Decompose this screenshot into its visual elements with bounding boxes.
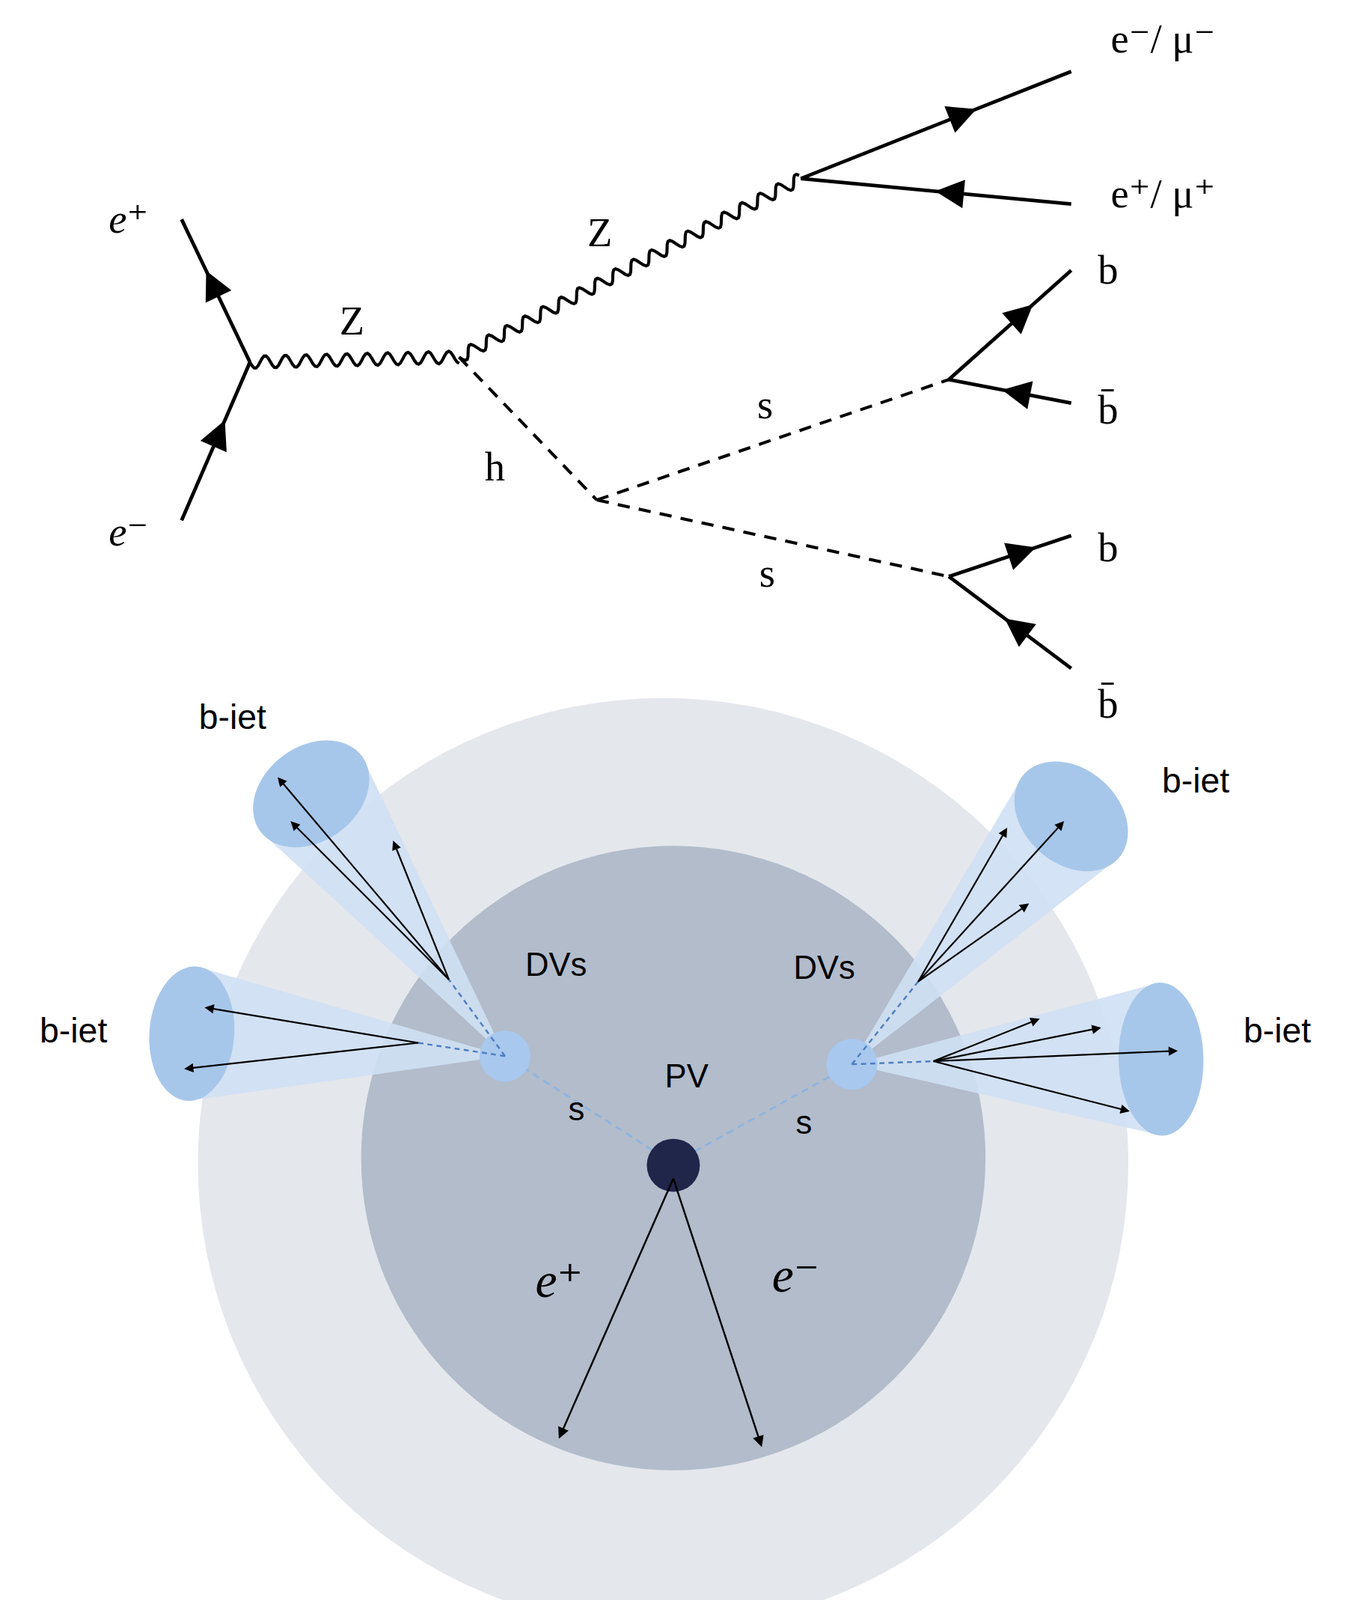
arrowhead bbox=[752, 1434, 764, 1448]
outer-detector bbox=[198, 698, 1130, 1600]
arrowhead bbox=[944, 106, 977, 133]
tracks bbox=[184, 776, 1178, 1447]
inner-detector bbox=[361, 845, 986, 1470]
jet-cap bbox=[231, 718, 390, 870]
particle-label: b̄ bbox=[1097, 389, 1118, 431]
particle-label: b̄ bbox=[1097, 683, 1118, 726]
particle-label: e⁺/ μ⁺ bbox=[1110, 173, 1216, 215]
jet-cap bbox=[1117, 981, 1205, 1136]
arrowhead bbox=[392, 840, 401, 851]
arrowhead bbox=[998, 827, 1008, 839]
track bbox=[294, 824, 449, 980]
detector bbox=[198, 698, 1130, 1600]
arrowheads bbox=[200, 106, 1037, 648]
b-hadron-path bbox=[418, 1042, 506, 1056]
arrowhead bbox=[1019, 903, 1030, 913]
boson-lines bbox=[249, 174, 800, 369]
arrowhead bbox=[277, 776, 288, 787]
arrowhead bbox=[200, 420, 227, 453]
arrowhead bbox=[290, 820, 301, 831]
track bbox=[280, 780, 449, 980]
track bbox=[209, 1007, 420, 1043]
arrowhead bbox=[1091, 1025, 1102, 1035]
arrowhead bbox=[184, 1063, 194, 1073]
track bbox=[933, 1020, 1036, 1062]
arrowhead bbox=[1004, 618, 1037, 647]
arrowhead bbox=[1001, 304, 1033, 335]
vertex-label: DVs bbox=[525, 947, 587, 981]
arrowhead bbox=[204, 1004, 214, 1014]
jet-cones bbox=[144, 718, 1205, 1137]
lepton-track bbox=[561, 1178, 674, 1434]
particle-label: s bbox=[759, 552, 776, 595]
particle-label: Z bbox=[587, 212, 613, 254]
track bbox=[188, 1042, 419, 1068]
jet-cap bbox=[144, 962, 239, 1104]
arrowhead bbox=[935, 179, 966, 209]
primary-vertex bbox=[646, 1138, 700, 1192]
lepton-track bbox=[673, 1178, 761, 1442]
track bbox=[933, 1050, 1174, 1061]
track bbox=[933, 1060, 1126, 1110]
displaced-vertex bbox=[826, 1038, 877, 1090]
b-hadron-path bbox=[448, 979, 506, 1056]
arrowhead bbox=[205, 270, 232, 304]
track bbox=[933, 1028, 1097, 1061]
arrowhead bbox=[1001, 380, 1033, 409]
particle-label: e⁻ bbox=[108, 511, 149, 553]
jet-label: b-iet bbox=[1243, 1013, 1311, 1048]
particle-label: b bbox=[1097, 249, 1118, 292]
b-hadron-path bbox=[852, 981, 919, 1064]
track bbox=[395, 844, 449, 980]
track bbox=[918, 824, 1061, 982]
z-boson-line bbox=[249, 350, 460, 368]
b-hadron-path bbox=[852, 1060, 934, 1064]
scalar-label: s bbox=[796, 1105, 813, 1139]
particle-label: h bbox=[484, 446, 506, 488]
z-boson-line bbox=[459, 174, 800, 361]
particle-label: s bbox=[757, 384, 773, 426]
lepton-label: e⁻ bbox=[772, 1251, 821, 1300]
jet-cone bbox=[187, 965, 506, 1101]
arrowhead bbox=[1168, 1046, 1179, 1056]
arrowhead bbox=[1029, 1017, 1041, 1026]
arrowhead bbox=[1119, 1104, 1130, 1114]
arrowhead bbox=[1054, 820, 1064, 831]
arrowhead bbox=[558, 1426, 569, 1439]
arrowhead bbox=[1004, 543, 1036, 571]
particle-label: b bbox=[1097, 527, 1118, 569]
vertex-label: DVs bbox=[793, 950, 855, 984]
particle-label: Z bbox=[339, 300, 365, 342]
jet-label: b-iet bbox=[39, 1013, 107, 1048]
feynman-diagram bbox=[181, 71, 1072, 669]
jet-cap bbox=[992, 738, 1150, 894]
track bbox=[918, 906, 1026, 982]
lepton-label: e⁺ bbox=[534, 1255, 583, 1305]
jet-label: b-iet bbox=[199, 698, 267, 734]
scalar-label: s bbox=[567, 1092, 585, 1126]
particle-label: e⁻/ μ⁻ bbox=[1110, 18, 1216, 60]
track bbox=[918, 831, 1005, 981]
jet-label: b-iet bbox=[1161, 763, 1230, 798]
particle-label: e⁺ bbox=[108, 199, 149, 241]
vertex-label: PV bbox=[665, 1060, 709, 1094]
